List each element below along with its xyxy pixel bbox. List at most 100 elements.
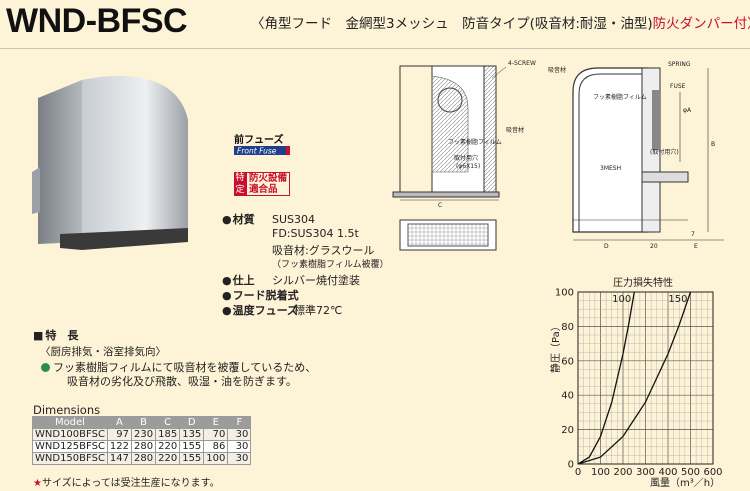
- plot-frame: [577, 291, 714, 465]
- fuse-jp-label: 前フューズ: [234, 133, 284, 146]
- x-tick-label: 300: [636, 467, 655, 478]
- y-tick-label: 20: [561, 425, 574, 436]
- dimensions-title: Dimensions: [33, 403, 101, 417]
- chart-series: 100 150: [577, 291, 692, 465]
- header-divider: [0, 48, 750, 49]
- description-text: 〈角型フード 金網型3メッシュ 防音タイプ(吸音材:耐湿・油型): [251, 16, 653, 32]
- cell: 100: [203, 452, 229, 465]
- spec-detachable: フード脱着式: [222, 287, 299, 303]
- features-line2: 吸音材の劣化及び飛散、吸湿・油を防ぎます。: [67, 375, 297, 388]
- spec-key: 温度フューズ: [222, 302, 298, 318]
- spec-value: 標準72℃: [294, 304, 343, 317]
- spec-film: （フッ素樹脂フィルム被覆）: [272, 257, 389, 270]
- cell: 135: [179, 428, 205, 441]
- svg-text:(取付用穴): (取付用穴): [650, 148, 679, 156]
- y-tick-label: 80: [561, 322, 574, 333]
- x-tick-label: 100: [591, 467, 610, 478]
- order-note: サイズによっては受注生産になります。: [33, 474, 220, 489]
- col-header: E: [203, 416, 229, 429]
- spec-value: シルバー焼付塗装: [272, 274, 360, 287]
- cell: 86: [203, 440, 229, 453]
- spec-value: （フッ素樹脂フィルム被覆）: [272, 260, 389, 270]
- x-tick-label: 0: [575, 467, 581, 478]
- cell: 230: [131, 428, 157, 441]
- svg-text:φA: φA: [683, 107, 692, 114]
- x-tick-label: 200: [613, 467, 632, 478]
- cell: 147: [106, 452, 133, 465]
- features-title: 特 長: [33, 327, 78, 343]
- cell: 280: [131, 440, 157, 453]
- cell: 155: [179, 440, 205, 453]
- x-tick-label: 500: [681, 467, 700, 478]
- y-tick-label: 40: [561, 391, 574, 402]
- cell: 280: [131, 452, 157, 465]
- col-header: F: [227, 416, 252, 429]
- svg-text:吸音材: 吸音材: [548, 66, 566, 74]
- svg-text:4-SCREW: 4-SCREW: [508, 60, 536, 67]
- cell: WND150BFSC: [32, 452, 108, 465]
- svg-text:3MESH: 3MESH: [600, 165, 621, 172]
- series-label: 150: [668, 294, 687, 305]
- features-sub: 〈厨房排気・浴室排気向〉: [40, 346, 166, 358]
- cell: 155: [179, 452, 205, 465]
- series-label: 100: [612, 294, 631, 305]
- technical-drawings: C 4-SCREW 吸音材 フッ素樹脂フィルム 取付用穴 (φ6X15) 吸音材…: [392, 60, 724, 251]
- fuse-en-label: Front Fuse: [237, 147, 277, 156]
- col-header: C: [155, 416, 181, 429]
- table-header-row: Model A B C D E F: [32, 416, 252, 429]
- spec-key: フード脱着式: [222, 287, 299, 303]
- svg-text:吸音材: 吸音材: [506, 126, 524, 134]
- svg-text:E: E: [694, 243, 698, 250]
- svg-text:C: C: [438, 202, 442, 209]
- product-photo: [32, 75, 188, 250]
- cell: 70: [203, 428, 229, 441]
- svg-text:取付用穴: 取付用穴: [454, 154, 478, 162]
- cert-badge: 特定防火設備適合品: [234, 172, 290, 196]
- chart-grid: [577, 291, 714, 465]
- svg-text:20: 20: [650, 243, 658, 250]
- spec-key: 仕上: [222, 272, 272, 288]
- cell: WND125BFSC: [32, 440, 108, 453]
- y-tick-label: 0: [568, 460, 574, 471]
- svg-text:フッ素樹脂フィルム: フッ素樹脂フィルム: [448, 138, 502, 146]
- cell: 30: [227, 440, 252, 453]
- svg-text:7: 7: [691, 231, 695, 238]
- cell: WND100BFSC: [32, 428, 108, 441]
- spec-fuse: 温度フューズ標準72℃: [222, 302, 343, 318]
- front-fuse-badge: 前フューズ Front Fuse: [234, 133, 290, 156]
- svg-text:FUSE: FUSE: [670, 83, 686, 90]
- spec-value: 吸音材:グラスウール: [272, 244, 375, 257]
- y-axis-label: 静圧（Pa）: [549, 321, 562, 373]
- cert-b-label: 防火設備適合品: [246, 172, 290, 196]
- svg-text:フッ素樹脂フィルム: フッ素樹脂フィルム: [593, 93, 647, 101]
- x-tick-label: 600: [703, 467, 722, 478]
- y-tick-label: 100: [555, 288, 574, 299]
- spec-fd: FD:SUS304 1.5t: [272, 227, 359, 240]
- damper-text: 防火ダンパー付〉: [652, 16, 750, 32]
- svg-text:D: D: [604, 243, 609, 250]
- series-line: [577, 291, 635, 465]
- y-tick-label: 60: [561, 356, 574, 367]
- spec-value: SUS304: [272, 213, 316, 226]
- cell: 122: [106, 440, 133, 453]
- x-axis-label: 風量（m³／h）: [650, 477, 720, 489]
- spec-absorb: 吸音材:グラスウール: [272, 242, 375, 258]
- svg-text:(φ6X15): (φ6X15): [456, 163, 480, 170]
- col-header: A: [106, 416, 133, 429]
- col-header: Model: [32, 416, 108, 429]
- x-tick-label: 400: [658, 467, 677, 478]
- spec-key: 材質: [222, 211, 272, 227]
- y-ticks: 0 20 40 60 80 100: [555, 288, 574, 471]
- cell: 220: [155, 452, 181, 465]
- spec-value: FD:SUS304 1.5t: [272, 227, 359, 240]
- svg-text:B: B: [711, 141, 715, 148]
- cell: 97: [106, 428, 133, 441]
